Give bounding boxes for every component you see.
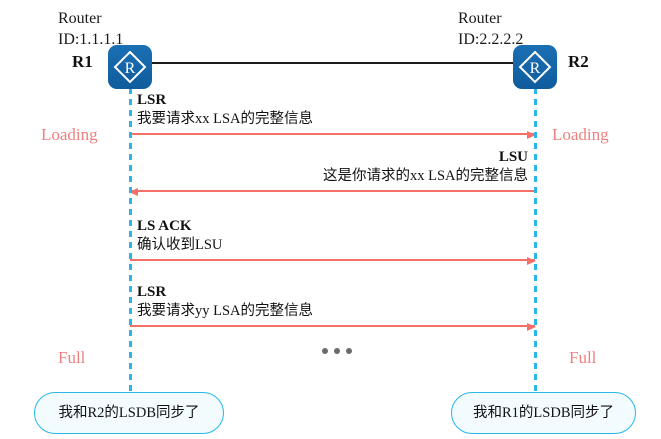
callout-bubble-r1: 我和R2的LSDB同步了 (34, 392, 224, 434)
continuation-ellipsis-icon (322, 348, 352, 354)
message-description: 我要请求yy LSA的完整信息 (137, 303, 314, 319)
state-label-r2-loading: Loading (552, 125, 609, 144)
message-text: LSR 我要请求yy LSA的完整信息 (137, 283, 313, 321)
state-label-r1-full: Full (58, 348, 86, 367)
message-arrow: LSR 我要请求yy LSA的完整信息 (130, 283, 536, 331)
message-text: LSR 我要请求xx LSA的完整信息 (137, 91, 313, 129)
arrow-line (130, 259, 535, 261)
lifeline-r1 (129, 88, 132, 393)
arrow-head-icon (527, 322, 536, 331)
message-text: LS ACK 确认收到LSU (137, 217, 222, 255)
ellipsis-dot (322, 348, 328, 354)
message-arrow: LSU 这是你请求的xx LSA的完整信息 (129, 148, 535, 196)
message-arrow: LSR 我要请求xx LSA的完整信息 (130, 91, 536, 139)
router-label-r2: R2 (568, 52, 589, 71)
message-description: 我要请求xx LSA的完整信息 (137, 111, 314, 127)
lifeline-r2 (534, 88, 537, 393)
svg-text:R: R (125, 60, 136, 77)
router-title-r1: Router ID:1.1.1.1 (58, 10, 124, 48)
arrow-line (130, 190, 535, 192)
state-label-r1-loading: Loading (41, 125, 98, 144)
router-icon[interactable]: R (108, 45, 152, 89)
arrow-head-icon (527, 130, 536, 139)
message-title: LSR (137, 284, 167, 300)
arrow-line (130, 133, 535, 135)
message-description: 确认收到LSU (137, 237, 223, 253)
message-title: LS ACK (137, 218, 192, 234)
state-label-r2-full: Full (569, 348, 597, 367)
arrow-line (130, 325, 535, 327)
router-icon[interactable]: R (513, 45, 557, 89)
callout-bubble-r2: 我和R1的LSDB同步了 (451, 392, 636, 434)
arrow-head-icon (129, 187, 138, 196)
ellipsis-dot (334, 348, 340, 354)
svg-text:R: R (530, 60, 541, 77)
arrow-head-icon (527, 256, 536, 265)
message-description: 这是你请求的xx LSA的完整信息 (322, 168, 528, 184)
router-title-r2: Router ID:2.2.2.2 (458, 10, 524, 48)
router-link-line (150, 62, 515, 64)
message-title: LSR (137, 92, 167, 108)
ellipsis-dot (346, 348, 352, 354)
message-arrow: LS ACK 确认收到LSU (130, 217, 536, 265)
message-title: LSU (498, 149, 528, 165)
message-text: LSU 这是你请求的xx LSA的完整信息 (323, 148, 528, 186)
router-label-r1: R1 (72, 52, 93, 71)
